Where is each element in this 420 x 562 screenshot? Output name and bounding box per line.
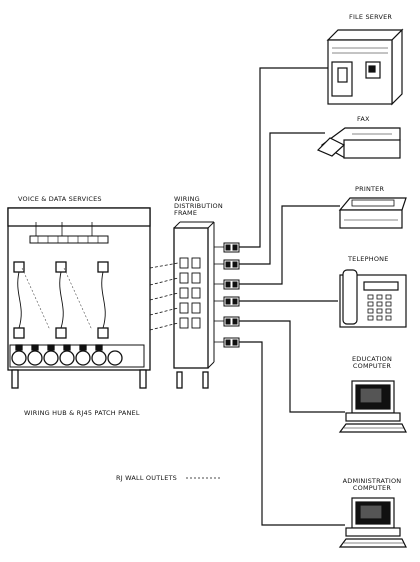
label-education-line-1: EDUCATION	[351, 355, 393, 363]
fax-icon	[316, 127, 401, 159]
wiring-hub-cabinet	[7, 207, 151, 389]
label-frame-line-3: FRAME	[174, 209, 198, 217]
label-administration-computer: ADMINISTRATION COMPUTER	[343, 478, 402, 492]
label-education-computer: EDUCATION COMPUTER	[352, 356, 392, 370]
label-frame-line-2: DISTRIBUTION	[174, 202, 223, 210]
wiring-distribution-frame	[173, 221, 215, 389]
rj-wall-outlets	[223, 242, 240, 348]
device-cables	[239, 67, 345, 526]
label-frame-line-1: WIRING	[174, 195, 200, 203]
frame-to-outlet-lines	[214, 246, 224, 343]
administration-computer-icon	[338, 497, 407, 548]
printer-icon	[338, 197, 407, 229]
telephone-icon	[339, 269, 407, 328]
label-wiring-hub: WIRING HUB & RJ45 PATCH PANEL	[24, 409, 140, 417]
label-file-server: FILE SERVER	[349, 13, 393, 21]
label-fax: FAX	[357, 115, 370, 123]
label-wiring-distribution-frame: WIRING DISTRIBUTION FRAME	[174, 196, 223, 217]
file-server-icon	[326, 28, 404, 106]
label-administration-line-1: ADMINISTRATION	[342, 477, 402, 485]
education-computer-icon	[338, 380, 407, 433]
label-printer: PRINTER	[355, 185, 385, 193]
label-education-line-2: COMPUTER	[352, 362, 392, 370]
label-rj-wall-outlets: RJ WALL OUTLETS	[116, 474, 177, 482]
label-voice-data-services: VOICE & DATA SERVICES	[18, 195, 102, 203]
label-administration-line-2: COMPUTER	[352, 484, 392, 492]
label-telephone: TELEPHONE	[348, 255, 389, 263]
